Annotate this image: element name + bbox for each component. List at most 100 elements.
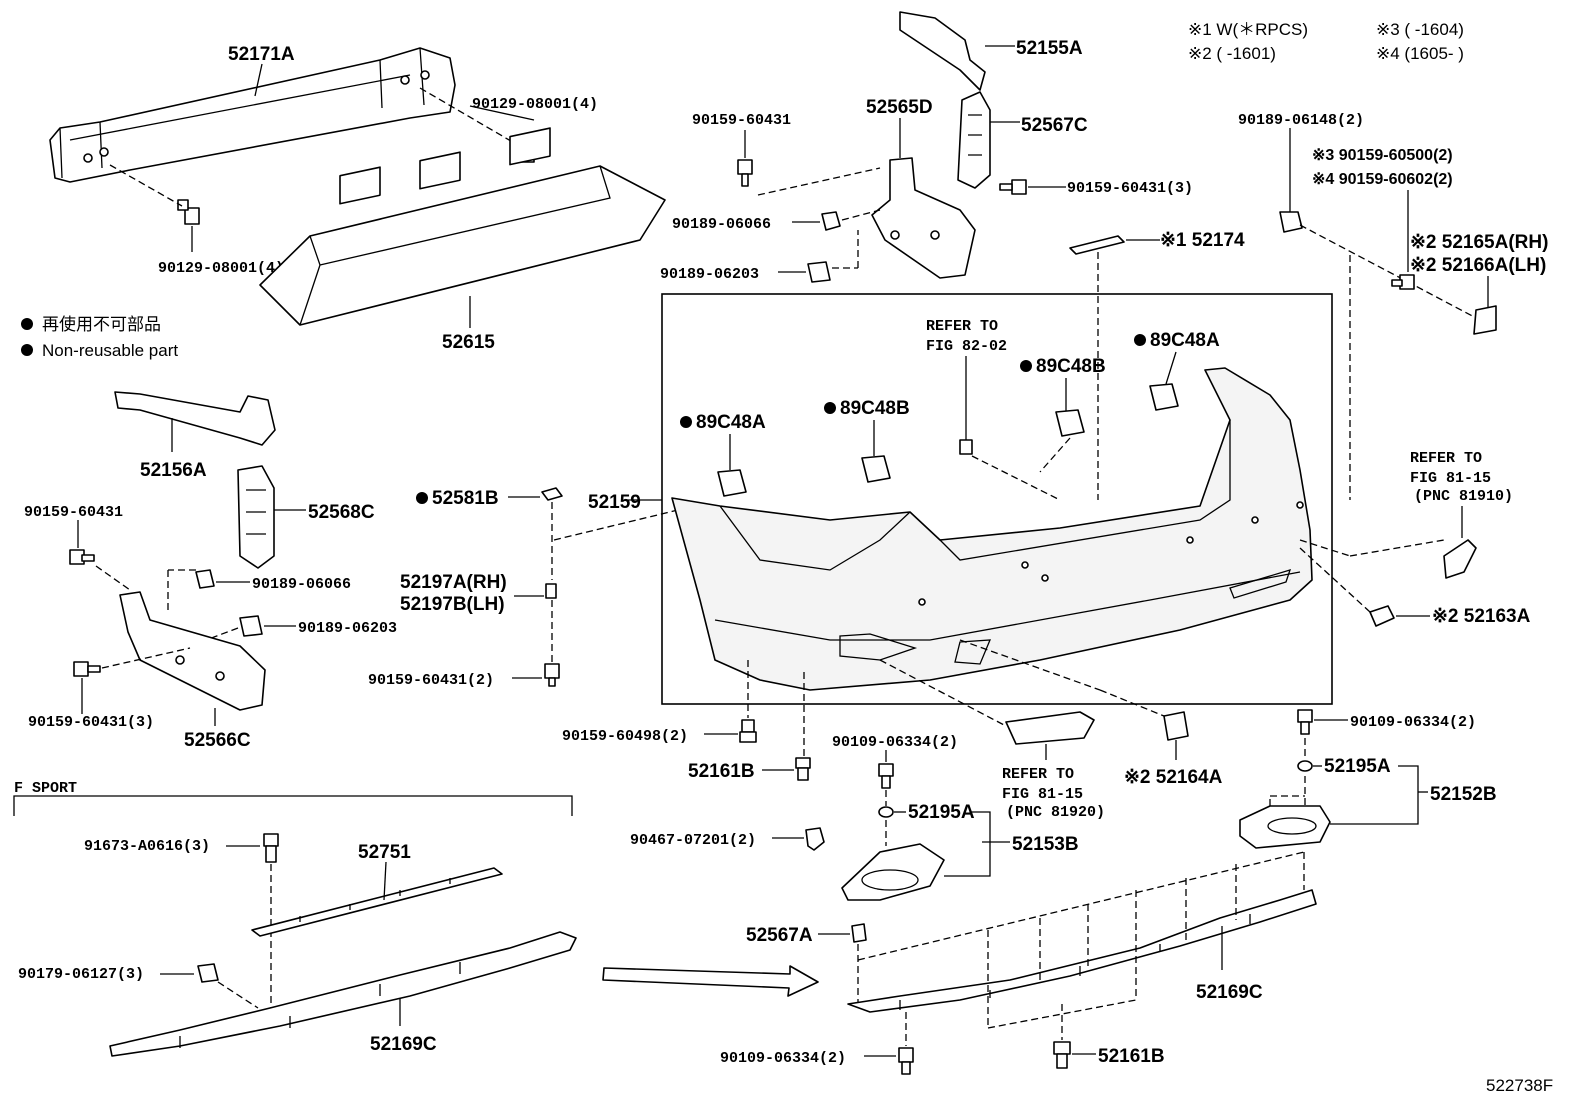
- label-89C48A-b: 89C48A: [696, 412, 766, 433]
- label-52161B-a: 52161B: [688, 761, 755, 782]
- bolt-icon: [1391, 274, 1415, 290]
- cover-52165A: [1473, 305, 1497, 335]
- label-90159-e: 90159-60431(2): [368, 672, 494, 689]
- label-89C48A-a: 89C48A: [1150, 330, 1220, 351]
- spacer-52567C: [957, 91, 991, 189]
- label-52195A-a: 52195A: [908, 802, 975, 823]
- arrow-icon: [602, 965, 819, 997]
- clip-icon: [807, 261, 831, 283]
- label-90159-b: 90159-60431(3): [1067, 180, 1193, 197]
- bolt-icon: [177, 199, 200, 225]
- bolt-icon: [544, 663, 560, 687]
- nonreusable-dot-icon: [1020, 360, 1032, 372]
- refer-3c: (PNC 81920): [1006, 804, 1105, 821]
- label-52174: ※1 52174: [1160, 230, 1245, 251]
- label-52156A: 52156A: [140, 460, 207, 481]
- reflector-81920: [1005, 711, 1095, 745]
- fsport-label: F SPORT: [14, 780, 77, 797]
- cover-52164A: [1163, 711, 1189, 741]
- refer-2a: REFER TO: [1410, 450, 1482, 467]
- label-52566C: 52566C: [184, 730, 251, 751]
- label-52751: 52751: [358, 842, 411, 863]
- bracket-52155A: [899, 11, 986, 91]
- energy-absorber-52615: [259, 127, 666, 326]
- label-90109-c: 90109-06334(2): [720, 1050, 846, 1067]
- label-52166A: ※2 52166A(LH): [1410, 255, 1546, 276]
- note-3: ※3 ( -1604): [1376, 20, 1464, 39]
- nonreusable-dot-icon: [680, 416, 692, 428]
- refer-1a: REFER TO: [926, 318, 998, 335]
- lower-garnish-52169C: [847, 889, 1317, 1013]
- label-90129-2: 90129-08001(4): [158, 260, 284, 277]
- label-52565D: 52565D: [866, 97, 933, 118]
- bolt-icon: [878, 763, 894, 789]
- bolt-icon: [1297, 709, 1313, 735]
- label-90109-b: 90109-06334(2): [1350, 714, 1476, 731]
- label-52163A: ※2 52163A: [1432, 606, 1531, 627]
- label-89C48B-a: 89C48B: [1036, 356, 1106, 377]
- note-4: ※4 (1605- ): [1376, 44, 1464, 63]
- legend-jp: 再使用不可部品: [42, 314, 161, 334]
- clip-icon: [1279, 211, 1303, 233]
- nonreusable-dot-icon: [416, 492, 428, 504]
- sensor-cover-52174: [1069, 235, 1125, 255]
- nonreusable-dot-icon: [1134, 334, 1146, 346]
- washer-icon: [1297, 760, 1313, 772]
- nonreusable-dot-icon: [824, 402, 836, 414]
- label-90159-602: ※4 90159-60602(2): [1312, 171, 1453, 188]
- label-90189-b: 90189-06203: [660, 266, 759, 283]
- clip-icon: [195, 569, 215, 589]
- clip-icon: [821, 211, 841, 231]
- washer-icon: [878, 806, 894, 818]
- seal-icon: [541, 487, 563, 501]
- bumper-cover-52159: [671, 367, 1313, 691]
- clip-icon: [239, 615, 263, 637]
- clip-89C48B-b: [861, 455, 891, 483]
- note-2: ※2 ( -1601): [1188, 44, 1276, 63]
- label-52567C: 52567C: [1021, 115, 1088, 136]
- legend-dot-icon: [21, 318, 33, 330]
- cover-52163A: [1369, 605, 1395, 627]
- clip-icon: [959, 439, 973, 455]
- label-90129-1: 90129-08001(4): [472, 96, 598, 113]
- label-90189-a: 90189-06066: [672, 216, 771, 233]
- refer-1b: FIG 82-02: [926, 338, 1007, 355]
- label-90159-f: 90159-60498(2): [562, 728, 688, 745]
- label-52155A: 52155A: [1016, 38, 1083, 59]
- label-90159-500: ※3 90159-60500(2): [1312, 147, 1453, 164]
- legend-en: Non-reusable part: [42, 341, 178, 360]
- bumper-frame: [661, 293, 1333, 705]
- label-52169C-a: 52169C: [370, 1034, 437, 1055]
- reinforcement-bar-52171A: [49, 47, 456, 183]
- lower-garnish-52169C-fsport: [109, 931, 577, 1057]
- clip-icon: [805, 827, 825, 851]
- label-52615: 52615: [442, 332, 495, 353]
- refer-3a: REFER TO: [1002, 766, 1074, 783]
- label-52197A: 52197A(RH): [400, 572, 507, 593]
- label-52567A: 52567A: [746, 925, 813, 946]
- refer-2b: FIG 81-15: [1410, 470, 1491, 487]
- clip-icon: [795, 757, 811, 781]
- garnish-52751: [251, 867, 503, 937]
- bolt-icon: [737, 159, 753, 187]
- reflector-81910: [1443, 539, 1477, 579]
- label-91673: 91673-A0616(3): [84, 838, 210, 855]
- exhaust-finisher-52153B: [841, 843, 945, 901]
- bracket-52156A: [114, 391, 276, 446]
- label-90159-c: 90159-60431: [24, 504, 123, 521]
- label-90189-d: 90189-06066: [252, 576, 351, 593]
- label-52197B: 52197B(LH): [400, 594, 505, 615]
- label-90179: 90179-06127(3): [18, 966, 144, 983]
- label-52195A-b: 52195A: [1324, 756, 1391, 777]
- exhaust-finisher-52152B: [1239, 805, 1331, 849]
- label-52159: 52159: [588, 492, 641, 513]
- bolt-icon: [999, 179, 1027, 195]
- clip-icon: [851, 923, 867, 943]
- refer-2c: (PNC 81910): [1414, 488, 1513, 505]
- label-90159-a: 90159-60431: [692, 112, 791, 129]
- illustration-code: 522738F: [1486, 1076, 1553, 1095]
- label-90189-c: 90189-06148(2): [1238, 112, 1364, 129]
- clip-icon: [545, 583, 557, 599]
- label-89C48B-b: 89C48B: [840, 398, 910, 419]
